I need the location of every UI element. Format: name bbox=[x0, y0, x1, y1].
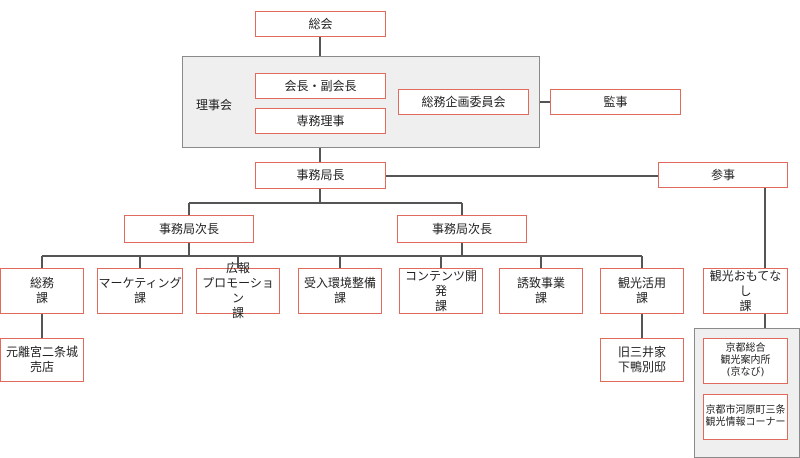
section-content-development: コンテンツ開発 課 bbox=[399, 268, 483, 314]
section-tourism-utilization: 観光活用 課 bbox=[600, 268, 684, 314]
deputy-director-left-box: 事務局次長 bbox=[124, 215, 254, 243]
secretary-general-box: 事務局長 bbox=[255, 162, 386, 189]
mitsui-villa-box: 旧三井家 下鴨別邸 bbox=[600, 338, 684, 382]
section-reception-environment: 受入環境整備 課 bbox=[298, 268, 382, 314]
section-pr-promotion: 広報 プロモーション 課 bbox=[196, 261, 280, 320]
kyoto-info-center-box: 京都総合 観光案内所 (京なび) bbox=[703, 338, 788, 384]
nijo-castle-shop-box: 元離宮二条城 売店 bbox=[0, 338, 84, 382]
executive-director-box: 専務理事 bbox=[255, 108, 386, 134]
planning-committee-box: 総務企画委員会 bbox=[398, 89, 529, 115]
board-label: 理事会 bbox=[196, 98, 233, 112]
section-general-affairs: 総務 課 bbox=[0, 268, 84, 314]
general-meeting-box: 総会 bbox=[255, 11, 386, 37]
deputy-director-right-box: 事務局次長 bbox=[397, 215, 527, 243]
section-hospitality: 観光おもてなし 課 bbox=[703, 268, 788, 314]
counselor-box: 参事 bbox=[658, 162, 788, 188]
section-marketing: マーケティング 課 bbox=[97, 268, 183, 314]
auditor-box: 監事 bbox=[550, 89, 681, 115]
chair-box: 会長・副会長 bbox=[255, 73, 386, 99]
kawaramachi-info-corner-box: 京都市河原町三条 観光情報コーナー bbox=[703, 394, 788, 440]
section-attraction-projects: 誘致事業 課 bbox=[499, 268, 583, 314]
